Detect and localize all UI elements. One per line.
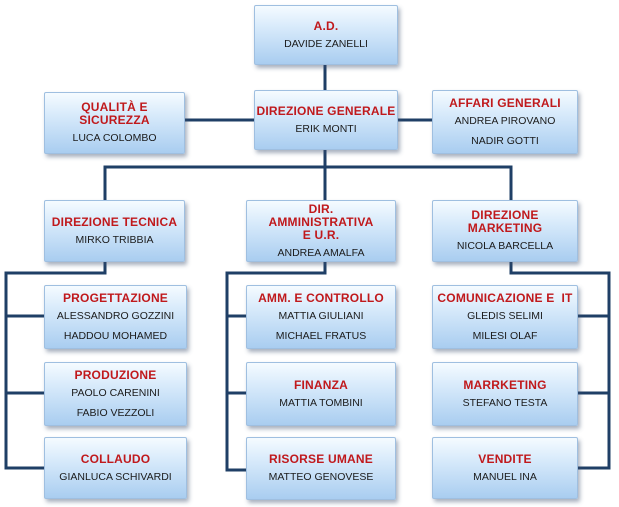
box-vendite: VENDITE MANUEL INA bbox=[432, 437, 578, 499]
box-comunicazione-it-title: COMUNICAZIONE E IT bbox=[437, 290, 573, 305]
box-amm-controllo-name-1: MATTIA GIULIANI bbox=[278, 309, 364, 322]
box-marrketing-name: STEFANO TESTA bbox=[462, 396, 548, 409]
box-risorse-umane-title: RISORSE UMANE bbox=[269, 452, 373, 466]
box-comunicazione-it: COMUNICAZIONE E IT GLEDIS SELIMI MILESI … bbox=[432, 285, 578, 349]
box-progettazione: PROGETTAZIONE ALESSANDRO GOZZINI HADDOU … bbox=[44, 285, 187, 349]
box-dir-amministrativa: DIR. AMMINISTRATIVA E U.R. ANDREA AMALFA bbox=[246, 200, 396, 262]
box-comunicazione-it-name-1: GLEDIS SELIMI bbox=[467, 309, 543, 322]
box-ad-name: DAVIDE ZANELLI bbox=[284, 37, 368, 50]
box-amm-controllo-name-2: MICHAEL FRATUS bbox=[275, 329, 367, 342]
box-vendite-title: VENDITE bbox=[478, 451, 532, 466]
box-marrketing-title: MARRKETING bbox=[463, 377, 547, 392]
box-direzione-marketing: DIREZIONE MARKETING NICOLA BARCELLA bbox=[432, 200, 578, 262]
box-finanza-title: FINANZA bbox=[293, 377, 349, 392]
box-produzione-name-1: PAOLO CARENINI bbox=[71, 386, 160, 399]
box-direzione-marketing-title: DIREZIONE MARKETING bbox=[467, 208, 543, 235]
box-qualita-sicurezza: QUALITÀ E SICUREZZA LUCA COLOMBO bbox=[44, 92, 185, 154]
box-affari-generali-name-1: ANDREA PIROVANO bbox=[454, 114, 556, 127]
box-direzione-tecnica-title: DIREZIONE TECNICA bbox=[51, 214, 178, 229]
box-amm-controllo-title: AMM. E CONTROLLO bbox=[258, 290, 384, 305]
box-direzione-generale-title: DIREZIONE GENERALE bbox=[256, 103, 396, 118]
box-amm-controllo: AMM. E CONTROLLO MATTIA GIULIANI MICHAEL… bbox=[246, 285, 396, 349]
box-vendite-name: MANUEL INA bbox=[473, 470, 537, 483]
box-marrketing: MARRKETING STEFANO TESTA bbox=[432, 362, 578, 426]
box-collaudo-title: COLLAUDO bbox=[80, 451, 151, 466]
box-risorse-umane: RISORSE UMANE MATTEO GENOVESE bbox=[246, 437, 396, 500]
box-risorse-umane-name: MATTEO GENOVESE bbox=[268, 471, 374, 483]
box-direzione-generale-name: ERIK MONTI bbox=[295, 122, 357, 135]
box-dir-amministrativa-title: DIR. AMMINISTRATIVA E U.R. bbox=[268, 201, 374, 242]
box-produzione-name-2: FABIO VEZZOLI bbox=[76, 406, 155, 419]
box-affari-generali: AFFARI GENERALI ANDREA PIROVANO NADIR GO… bbox=[432, 90, 578, 154]
box-qualita-sicurezza-name: LUCA COLOMBO bbox=[72, 132, 157, 144]
box-affari-generali-title: AFFARI GENERALI bbox=[449, 95, 561, 110]
box-direzione-marketing-name: NICOLA BARCELLA bbox=[456, 240, 554, 252]
box-progettazione-name-2: HADDOU MOHAMED bbox=[63, 329, 168, 342]
box-affari-generali-name-2: NADIR GOTTI bbox=[471, 134, 539, 147]
box-produzione: PRODUZIONE PAOLO CARENINI FABIO VEZZOLI bbox=[44, 362, 187, 426]
box-collaudo: COLLAUDO GIANLUCA SCHIVARDI bbox=[44, 437, 187, 499]
box-ad: A.D. DAVIDE ZANELLI bbox=[254, 5, 398, 65]
box-dir-amministrativa-name: ANDREA AMALFA bbox=[277, 246, 365, 259]
box-direzione-tecnica-name: MIRKO TRIBBIA bbox=[75, 233, 154, 246]
box-progettazione-title: PROGETTAZIONE bbox=[62, 290, 169, 305]
box-collaudo-name: GIANLUCA SCHIVARDI bbox=[59, 470, 172, 483]
box-progettazione-name-1: ALESSANDRO GOZZINI bbox=[56, 309, 175, 322]
box-finanza-name: MATTIA TOMBINI bbox=[279, 396, 363, 409]
box-produzione-title: PRODUZIONE bbox=[74, 367, 157, 382]
box-ad-title: A.D. bbox=[313, 18, 339, 33]
box-qualita-sicurezza-title: QUALITÀ E SICUREZZA bbox=[79, 100, 150, 127]
box-finanza: FINANZA MATTIA TOMBINI bbox=[246, 362, 396, 426]
box-direzione-generale: DIREZIONE GENERALE ERIK MONTI bbox=[254, 90, 398, 150]
box-direzione-tecnica: DIREZIONE TECNICA MIRKO TRIBBIA bbox=[44, 200, 185, 262]
box-comunicazione-it-name-2: MILESI OLAF bbox=[472, 329, 538, 342]
